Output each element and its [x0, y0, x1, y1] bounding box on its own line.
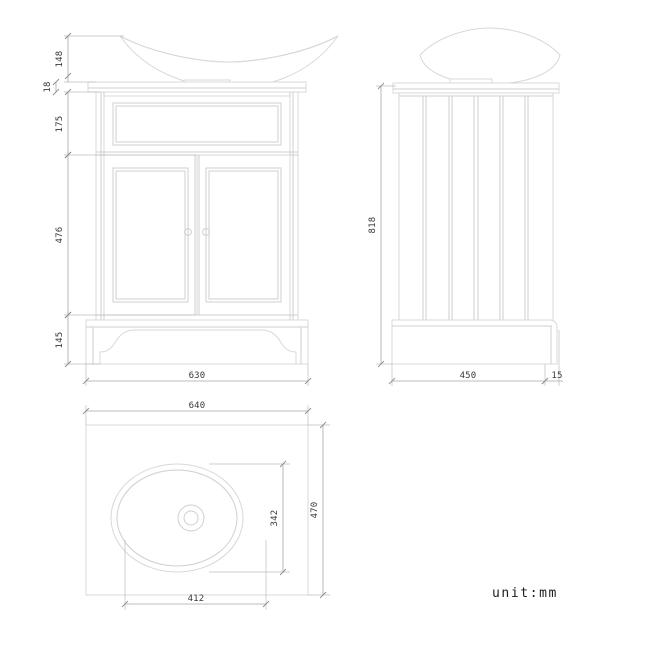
door-knob-right[interactable]: [202, 228, 210, 236]
cabinet-doors-front: [96, 154, 298, 316]
countertop-side: [392, 82, 560, 94]
plan-dimensions: 640 470 342 412: [82, 401, 330, 610]
dim-door-height: 476: [55, 227, 65, 244]
door-right[interactable]: [196, 154, 291, 316]
side-dimensions: 818 450 15: [368, 82, 563, 386]
dim-basin-depth: 342: [270, 510, 280, 527]
door-left[interactable]: [103, 154, 198, 316]
side-panel-beadboard: [398, 92, 554, 321]
dim-drawer-height: 175: [55, 116, 65, 133]
plinth-front: [85, 319, 309, 365]
side-elevation-view: 818 450 15: [368, 27, 563, 386]
dim-overhang: 15: [551, 371, 562, 381]
drawer-front-panel: [96, 95, 298, 156]
dim-overall-width: 630: [189, 371, 206, 381]
dim-plinth-height: 145: [55, 332, 65, 349]
dim-depth: 450: [460, 371, 477, 381]
plan-view: 640 470 342 412: [82, 401, 330, 610]
drain-outer-ring: [177, 504, 205, 532]
dim-counter-thickness: 18: [43, 81, 53, 92]
dim-top-depth: 470: [310, 502, 320, 519]
front-dimensions: 148 18 175 476 145 630: [43, 32, 312, 386]
dim-overall-height: 818: [368, 217, 378, 234]
basin-oval-plan: [110, 463, 244, 573]
dim-basin-width: 412: [188, 594, 205, 604]
dim-basin-height: 148: [55, 51, 65, 68]
plinth-side: [391, 319, 558, 365]
unit-note: unit:mm: [492, 586, 558, 601]
door-knob-left[interactable]: [184, 228, 192, 236]
front-elevation-view: 148 18 175 476 145 630: [43, 32, 339, 386]
dim-top-width: 640: [189, 401, 206, 411]
drain-inner-ring: [183, 510, 199, 526]
countertop-front: [87, 81, 307, 93]
